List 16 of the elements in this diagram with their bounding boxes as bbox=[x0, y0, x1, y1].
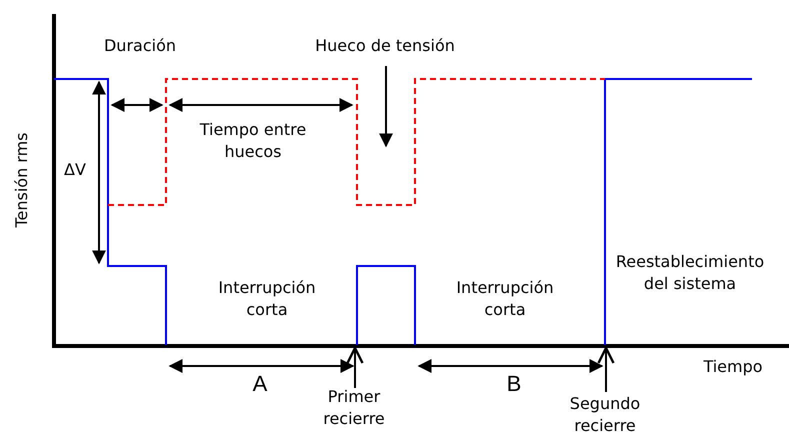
axis-title: Tiempo bbox=[702, 356, 764, 378]
axis-title: Tensión rms bbox=[11, 131, 32, 230]
leader-line bbox=[597, 346, 615, 392]
annotation-text: Interrupción corta bbox=[217, 277, 317, 321]
annotation-text: Segundo recierre bbox=[560, 393, 650, 435]
interval-label: B bbox=[506, 373, 522, 395]
annotation-text: Hueco de tensión bbox=[295, 35, 475, 57]
annotation-text: Duración bbox=[102, 35, 177, 57]
annotation-text: Tiempo entre huecos bbox=[198, 119, 308, 163]
annotation-text: ΔV bbox=[63, 159, 87, 181]
annotation-text: Primer recierre bbox=[309, 386, 399, 430]
annotation-text: Interrupción corta bbox=[455, 277, 555, 321]
interval-label: A bbox=[252, 373, 268, 395]
annotation-text: Reestablecimiento del sistema bbox=[614, 251, 766, 295]
leader-line bbox=[346, 346, 364, 388]
leader-line bbox=[379, 66, 393, 148]
